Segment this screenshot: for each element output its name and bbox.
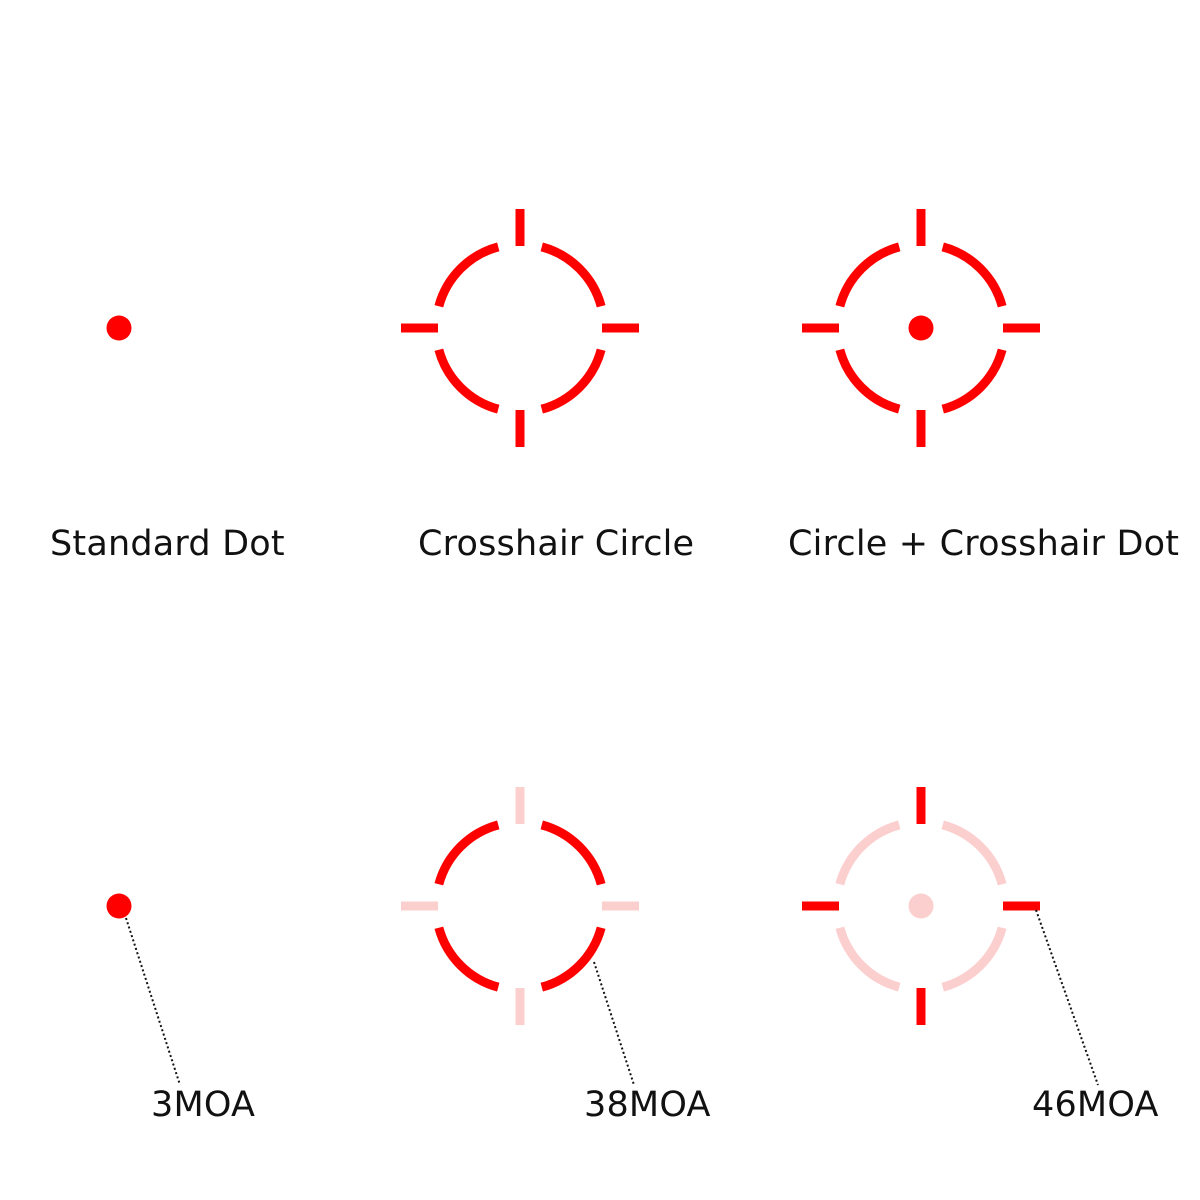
tick-top-icon [916, 787, 926, 824]
tick-left-icon [401, 323, 438, 333]
arc-bottom-right-icon [540, 926, 606, 992]
reticle-921-328 [802, 209, 1040, 447]
tick-right-icon [602, 323, 639, 333]
arc-top-right-icon [941, 820, 1007, 886]
arc-top-left-icon [835, 242, 901, 308]
tick-bottom-icon [515, 988, 525, 1025]
center-dot-icon [908, 315, 934, 341]
tick-bottom-icon [916, 410, 926, 447]
tick-right-icon [1003, 901, 1040, 911]
reticle-119-328 [106, 315, 132, 341]
center-dot-icon [106, 315, 132, 341]
tick-left-icon [802, 901, 839, 911]
tick-bottom-icon [515, 410, 525, 447]
reticle-921-906 [802, 787, 1040, 1025]
tick-bottom-icon [916, 988, 926, 1025]
leader-line-38moa [593, 961, 635, 1086]
arc-top-left-icon [434, 820, 500, 886]
reticle-520-906 [401, 787, 639, 1025]
center-dot-icon [908, 893, 934, 919]
arc-top-right-icon [540, 242, 606, 308]
tick-right-icon [602, 901, 639, 911]
arc-bottom-right-icon [540, 348, 606, 414]
arc-top-left-icon [434, 242, 500, 308]
arc-bottom-left-icon [835, 926, 901, 992]
label-crosshair-circle: Crosshair Circle [418, 524, 695, 564]
label-38moa: 38MOA [584, 1085, 711, 1125]
label-circle-crosshair-dot: Circle + Crosshair Dot [788, 524, 1180, 564]
tick-right-icon [1003, 323, 1040, 333]
arc-bottom-left-icon [434, 348, 500, 414]
reticle-520-328 [401, 209, 639, 447]
tick-top-icon [515, 787, 525, 824]
arc-bottom-left-icon [835, 348, 901, 414]
arc-top-left-icon [835, 820, 901, 886]
tick-top-icon [916, 209, 926, 246]
leader-line-3moa [125, 917, 181, 1086]
arc-bottom-right-icon [941, 348, 1007, 414]
leader-line-46moa [1035, 909, 1099, 1086]
arc-bottom-right-icon [941, 926, 1007, 992]
tick-left-icon [401, 901, 438, 911]
label-46moa: 46MOA [1032, 1085, 1159, 1125]
arc-top-right-icon [941, 242, 1007, 308]
arc-bottom-left-icon [434, 926, 500, 992]
reticle-119-906 [106, 893, 132, 919]
arc-top-right-icon [540, 820, 606, 886]
label-3moa: 3MOA [151, 1085, 256, 1125]
center-dot-icon [106, 893, 132, 919]
label-standard-dot: Standard Dot [50, 524, 285, 564]
tick-left-icon [802, 323, 839, 333]
tick-top-icon [515, 209, 525, 246]
